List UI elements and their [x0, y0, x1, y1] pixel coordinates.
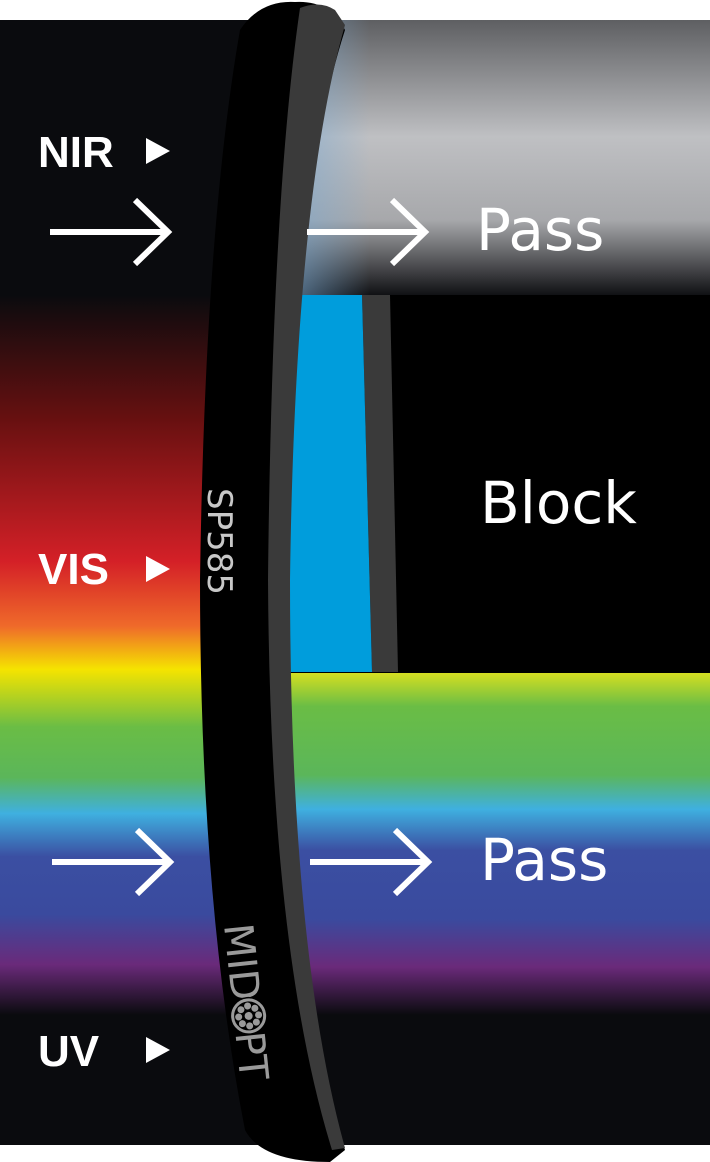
nir-result-pass: Pass	[476, 196, 604, 264]
band-label-uv: UV	[38, 1027, 100, 1076]
band-label-vis: VIS	[38, 545, 109, 594]
uv-result-pass: Pass	[480, 826, 608, 894]
filter-model-label: SP585	[199, 488, 239, 595]
vis-triangle-icon	[146, 556, 170, 582]
nir-transmitted-arrow-icon	[307, 197, 430, 267]
brand-logo-o-icon	[231, 998, 267, 1034]
nir-incident-arrow-icon	[50, 197, 173, 267]
uv-vis-pass-band	[270, 672, 710, 1017]
uv-triangle-icon	[146, 1037, 170, 1063]
uv-transmitted-arrow-icon	[310, 827, 433, 897]
lens-edge	[362, 295, 398, 672]
band-label-nir: NIR	[38, 128, 114, 177]
vis-result-block: Block	[480, 469, 637, 537]
uv-incident-arrow-icon	[52, 827, 175, 897]
nir-triangle-icon	[146, 138, 170, 164]
filter-ring-edge	[268, 4, 345, 1150]
